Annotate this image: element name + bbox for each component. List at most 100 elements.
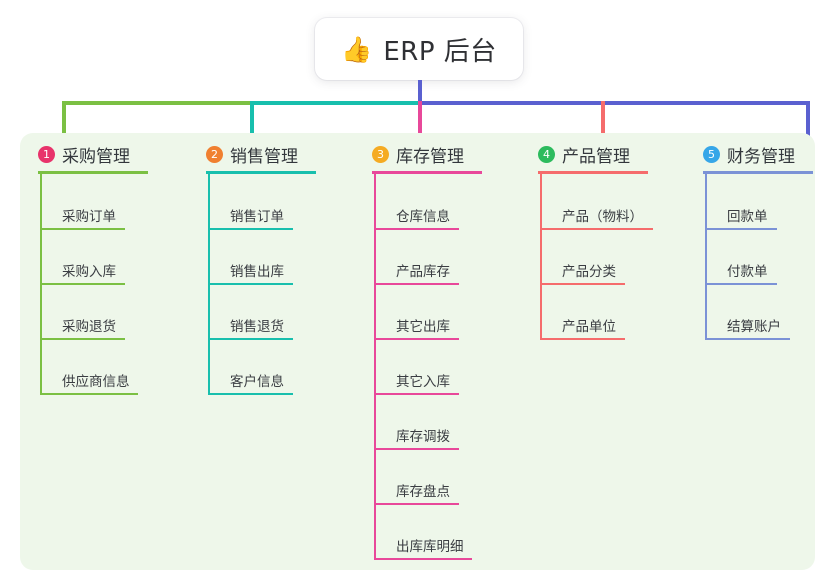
branch-item[interactable]: 其它入库 [374, 365, 481, 395]
branch-item-rule [208, 338, 293, 340]
connector-drop-2 [250, 101, 254, 159]
branch-item[interactable]: 仓库信息 [374, 200, 481, 230]
branch-item-label: 产品（物料） [562, 209, 643, 225]
branch-header-4[interactable]: 4 产品管理 [538, 142, 630, 167]
branch-item[interactable]: 客户信息 [208, 365, 315, 395]
branch-item-label: 产品分类 [562, 264, 616, 280]
root-stem-line [418, 80, 422, 103]
branch-item-rule [374, 393, 459, 395]
branches-panel: 1 采购管理采购订单采购入库采购退货供应商信息 2 销售管理销售订单销售出库销售退货客… [20, 133, 815, 570]
branch-item-rule [374, 283, 459, 285]
branch-item-label: 其它出库 [396, 319, 450, 335]
branch-item-label: 出库库明细 [396, 539, 464, 555]
branch-title: 销售管理 [230, 147, 298, 167]
branch-header-rule [206, 171, 316, 174]
branch-item-rule [374, 448, 459, 450]
branch-title: 采购管理 [62, 147, 130, 167]
branch-item-rule [540, 283, 625, 285]
branch-number-badge: 3 [372, 146, 389, 163]
branch-number-badge: 2 [206, 146, 223, 163]
branch-item[interactable]: 供应商信息 [40, 365, 160, 395]
branch-header-rule [703, 171, 813, 174]
branch-spine-line [374, 174, 376, 560]
root-node-title: ERP 后台 [383, 36, 497, 67]
branch-item-label: 付款单 [727, 264, 768, 280]
branch-item-label: 库存盘点 [396, 484, 450, 500]
branch-number-badge: 1 [38, 146, 55, 163]
branch-header-rule [38, 171, 148, 174]
root-node-content: 👍 ERP 后台 [341, 31, 497, 68]
branch-title: 产品管理 [562, 147, 630, 167]
branch-spine-line [705, 174, 707, 340]
branch-item-rule [40, 228, 125, 230]
branch-item-rule [705, 338, 790, 340]
branch-item-label: 产品单位 [562, 319, 616, 335]
branch-item[interactable]: 付款单 [705, 255, 799, 285]
connector-bar-segment-2 [250, 101, 418, 105]
branch-item-rule [374, 228, 459, 230]
branch-item-rule [208, 393, 293, 395]
branch-item[interactable]: 采购入库 [40, 255, 147, 285]
branch-item[interactable]: 库存调拨 [374, 420, 481, 450]
connector-drop-4 [601, 101, 605, 159]
branch-item-label: 销售出库 [230, 264, 284, 280]
branch-item-rule [540, 228, 653, 230]
branch-item[interactable]: 其它出库 [374, 310, 481, 340]
branch-item-label: 供应商信息 [62, 374, 130, 390]
branch-item-label: 结算账户 [727, 319, 781, 335]
branch-item-rule [540, 338, 625, 340]
branch-item[interactable]: 出库库明细 [374, 530, 494, 560]
branch-header-2[interactable]: 2 销售管理 [206, 142, 298, 167]
branch-item-rule [374, 338, 459, 340]
branch-item-label: 销售退货 [230, 319, 284, 335]
branch-item-rule [374, 558, 472, 560]
connector-drop-1 [62, 101, 66, 159]
branch-spine-line [540, 174, 542, 340]
branch-item-label: 客户信息 [230, 374, 284, 390]
connector-bar-segment-3 [418, 101, 806, 105]
branch-item-rule [705, 228, 777, 230]
connector-drop-5 [806, 101, 810, 159]
branch-item-label: 采购订单 [62, 209, 116, 225]
branch-title: 库存管理 [396, 147, 464, 167]
branch-item-rule [40, 338, 125, 340]
connector-bar-segment-1 [62, 101, 250, 105]
branch-item[interactable]: 回款单 [705, 200, 799, 230]
branch-header-3[interactable]: 3 库存管理 [372, 142, 464, 167]
branch-item-label: 采购入库 [62, 264, 116, 280]
branch-item[interactable]: 产品单位 [540, 310, 647, 340]
branch-item[interactable]: 产品库存 [374, 255, 481, 285]
branch-item[interactable]: 销售出库 [208, 255, 315, 285]
branch-item-rule [208, 283, 293, 285]
branch-header-rule [372, 171, 482, 174]
branch-header-rule [538, 171, 648, 174]
branch-number-badge: 4 [538, 146, 555, 163]
branch-item-rule [374, 503, 459, 505]
branch-item-label: 销售订单 [230, 209, 284, 225]
branch-item-rule [208, 228, 293, 230]
thumbs-up-icon: 👍 [341, 34, 373, 64]
branch-item-label: 其它入库 [396, 374, 450, 390]
branch-title: 财务管理 [727, 147, 795, 167]
branch-item[interactable]: 结算账户 [705, 310, 812, 340]
branch-item[interactable]: 库存盘点 [374, 475, 481, 505]
branch-header-1[interactable]: 1 采购管理 [38, 142, 130, 167]
branch-item[interactable]: 销售退货 [208, 310, 315, 340]
branch-item-label: 库存调拨 [396, 429, 450, 445]
branch-item-label: 产品库存 [396, 264, 450, 280]
branch-item[interactable]: 销售订单 [208, 200, 315, 230]
branch-item[interactable]: 采购订单 [40, 200, 147, 230]
branch-item[interactable]: 采购退货 [40, 310, 147, 340]
branch-item-label: 仓库信息 [396, 209, 450, 225]
branch-number-badge: 5 [703, 146, 720, 163]
root-node[interactable]: 👍 ERP 后台 [315, 18, 523, 80]
connector-drop-3 [418, 101, 422, 159]
branch-item[interactable]: 产品（物料） [540, 200, 675, 230]
branch-item-label: 回款单 [727, 209, 768, 225]
branch-item-rule [40, 393, 138, 395]
branch-item-rule [40, 283, 125, 285]
branch-header-5[interactable]: 5 财务管理 [703, 142, 795, 167]
branch-item[interactable]: 产品分类 [540, 255, 647, 285]
branch-item-label: 采购退货 [62, 319, 116, 335]
